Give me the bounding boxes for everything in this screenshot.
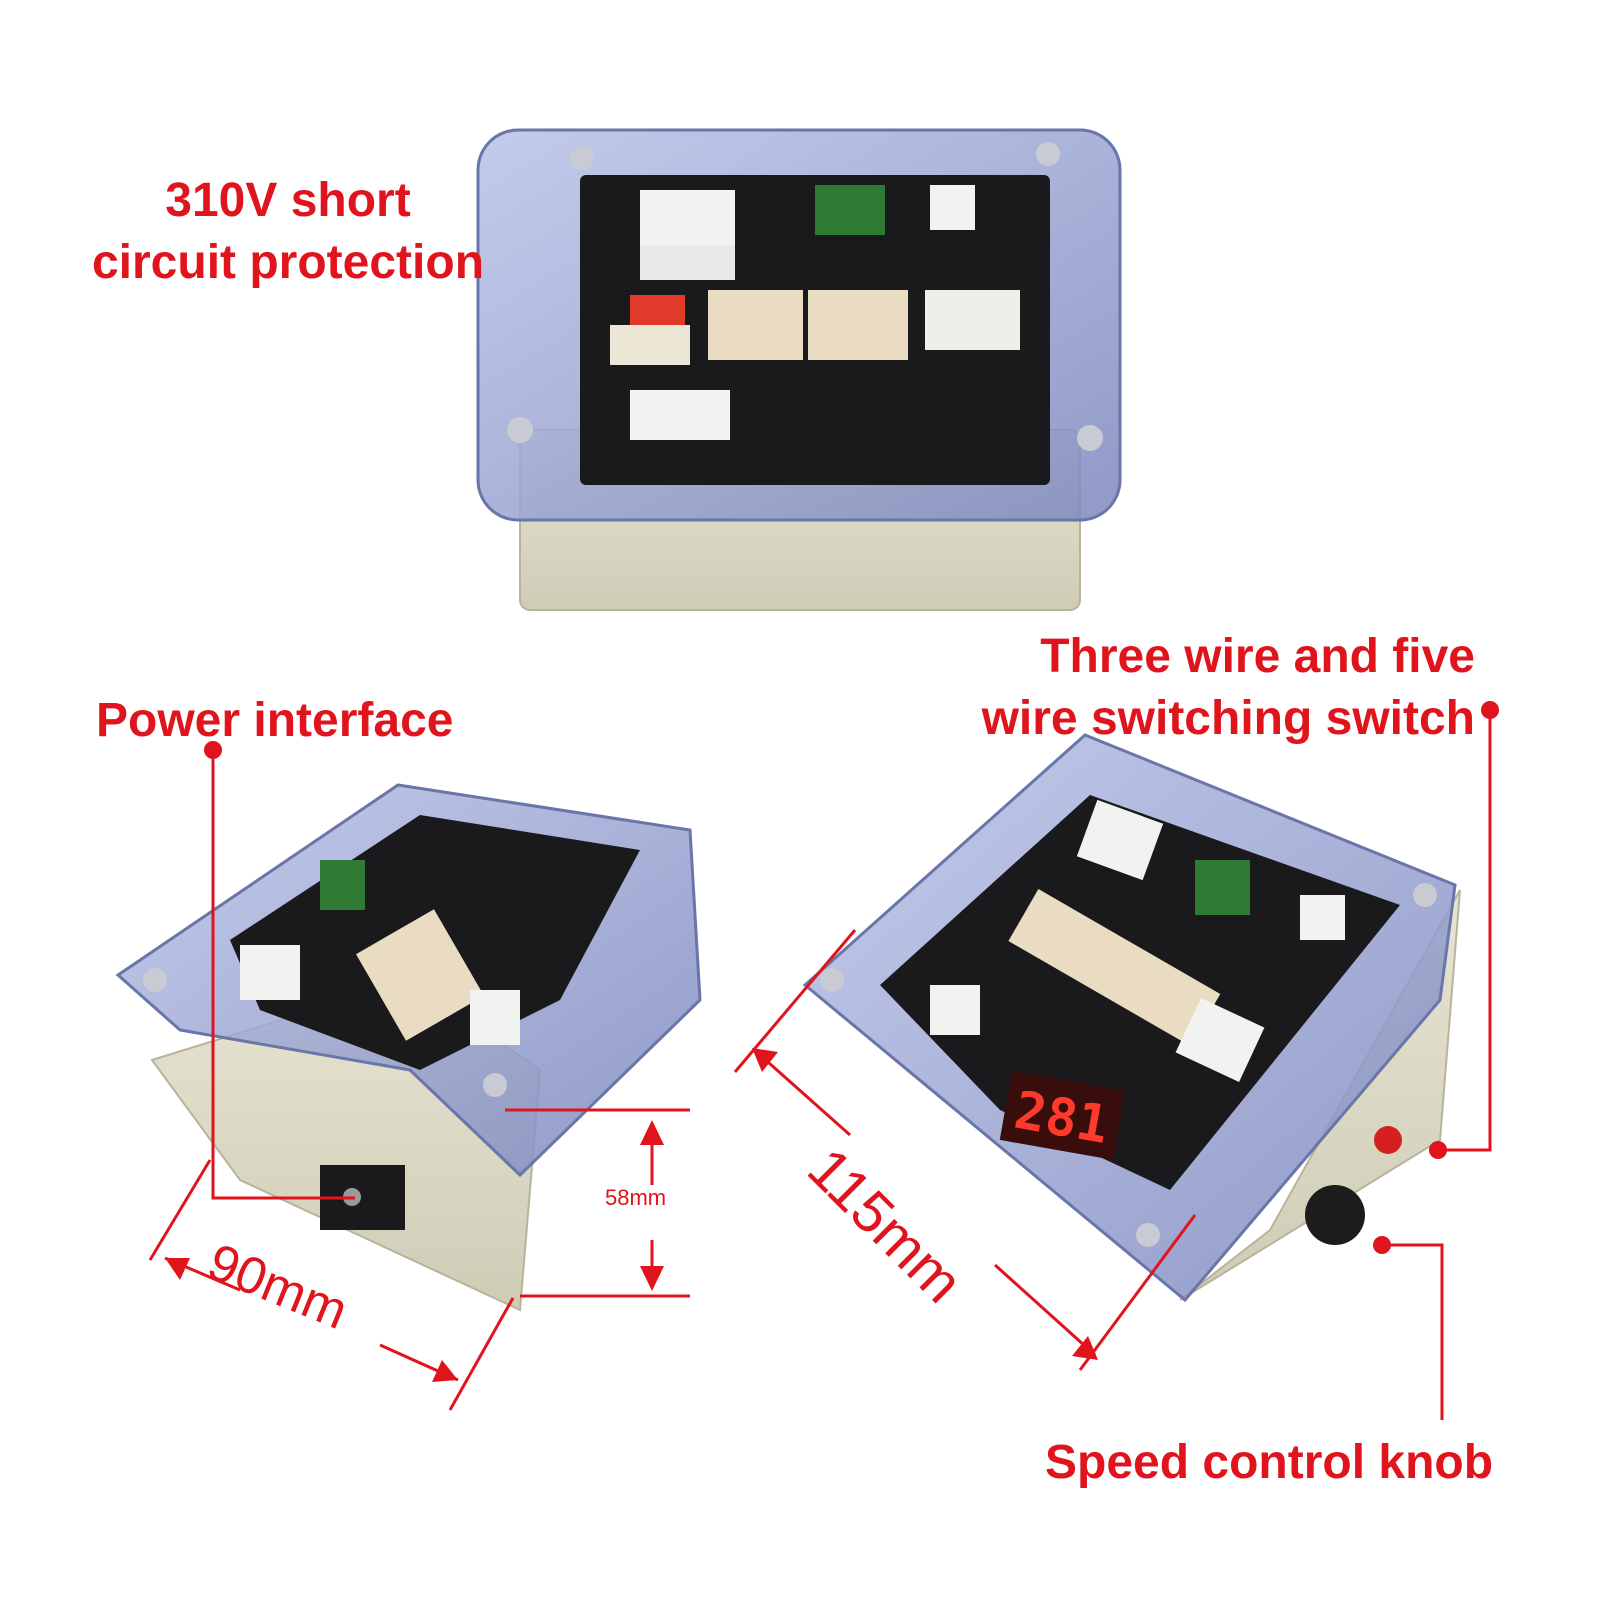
callout-leaders <box>211 710 1492 1420</box>
callout-line-2: wire switching switch <box>981 692 1475 745</box>
right-view-enclosure: 281 <box>802 733 1461 1303</box>
callout-line: Power interface <box>96 694 454 747</box>
speed-control-knob-callout: Speed control knob <box>1045 1432 1493 1494</box>
short-circuit-protection-callout: 310V short circuit protection <box>78 170 498 294</box>
callout-line: Speed control knob <box>1045 1436 1494 1489</box>
callout-line-2: circuit protection <box>91 236 485 289</box>
power-interface-callout: Power interface <box>96 690 453 752</box>
callout-markers <box>204 701 1499 1254</box>
speed-control-knob[interactable] <box>1305 1185 1365 1245</box>
wire-switch-callout: Three wire and five wire switching switc… <box>945 626 1475 750</box>
dimension-lines <box>148 929 1197 1411</box>
digital-display: 281 <box>999 1070 1126 1160</box>
dimension-arrowheads <box>165 1048 1098 1382</box>
height-dimension-label: 58mm <box>605 1185 667 1210</box>
wire-switch[interactable] <box>1374 1126 1402 1154</box>
left-view-enclosure <box>115 783 702 1312</box>
top-view-connectors <box>610 185 1020 440</box>
callout-line-1: 310V short <box>165 174 411 227</box>
top-view-enclosure <box>476 128 1122 611</box>
callout-line-1: Three wire and five <box>1040 630 1475 683</box>
